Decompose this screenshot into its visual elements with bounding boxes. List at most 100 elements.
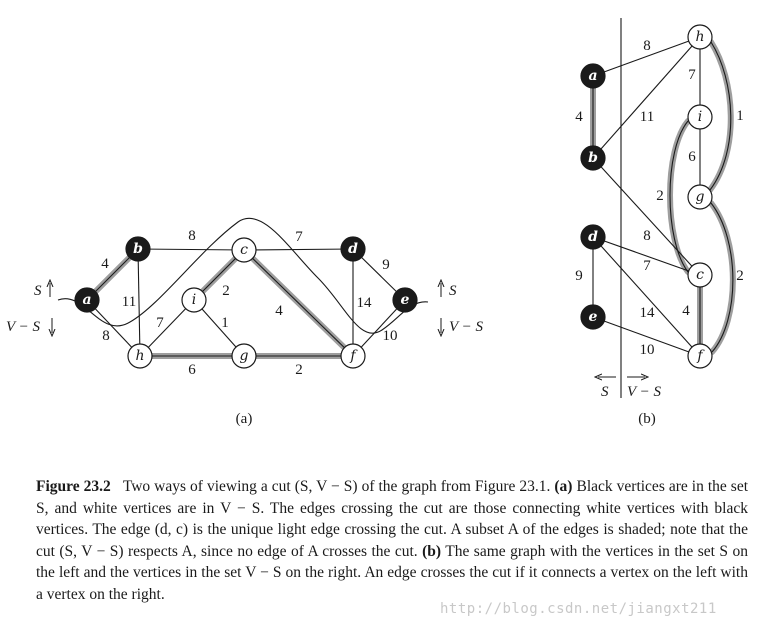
- b-weight-g-f: 2: [736, 268, 744, 284]
- b-vertex-e: e: [580, 304, 606, 330]
- b-weight-h-i: 7: [688, 67, 696, 83]
- b-side-label-vs: V − S: [627, 384, 662, 400]
- b-edge-h-g-shade: [707, 39, 734, 193]
- svg-text:d: d: [588, 229, 598, 245]
- edge-b-h: [137, 248, 141, 357]
- vertex-a: a: [74, 287, 100, 313]
- panel-a: 4 8 8 11 7 2 4 9 14 10 6 2 1 7 a b c d e…: [6, 217, 484, 427]
- svg-text:i: i: [192, 292, 196, 308]
- panel-b-label: (b): [638, 411, 656, 427]
- vertex-f: f: [340, 343, 366, 369]
- vertex-h: h: [127, 343, 153, 369]
- b-edge-d-f: [592, 236, 701, 357]
- vertex-e: e: [392, 287, 418, 313]
- figure-caption: Figure 23.2 Two ways of viewing a cut (S…: [36, 476, 748, 605]
- svg-text:g: g: [696, 189, 705, 205]
- vertex-i: i: [181, 287, 207, 313]
- svg-text:a: a: [82, 292, 91, 308]
- b-edge-b-c: [592, 157, 701, 276]
- weight-c-d: 7: [295, 229, 303, 245]
- edge-h-i: [139, 299, 195, 357]
- side-label-s-right: S: [449, 283, 457, 299]
- b-vertex-c: c: [687, 262, 713, 288]
- panel-a-label: (a): [236, 411, 253, 427]
- svg-text:f: f: [696, 348, 705, 364]
- panel-b: 8 4 11 7 1 6 2 2 8 7 9 14 4 10 h a i b g…: [575, 18, 744, 427]
- b-weight-a-b: 4: [575, 109, 583, 125]
- svg-text:b: b: [133, 241, 143, 257]
- b-weight-a-h: 8: [643, 38, 651, 54]
- edge-c-f: [243, 249, 354, 357]
- weight-b-h: 11: [122, 294, 136, 310]
- vertex-g: g: [231, 343, 257, 369]
- caption-text-2: Black vertices are in the set S, and whi…: [36, 478, 749, 560]
- svg-text:i: i: [698, 109, 702, 125]
- side-label-s-left: S: [34, 283, 42, 299]
- b-edge-g-f: [710, 202, 734, 353]
- weight-f-g: 2: [295, 362, 303, 378]
- b-weight-i-c: 2: [656, 188, 664, 204]
- edge-a-h: [86, 299, 141, 357]
- edge-c-d: [243, 248, 354, 251]
- b-vertex-h: h: [687, 24, 713, 50]
- vertex-c: c: [231, 237, 257, 263]
- b-vertex-i: i: [687, 104, 713, 130]
- b-weight-i-g: 6: [688, 149, 696, 165]
- b-edge-h-g: [709, 41, 732, 191]
- b-vertex-d: d: [580, 224, 606, 250]
- b-weight-d-e: 9: [575, 268, 583, 284]
- caption-text-1: Two ways of viewing a cut (S, V − S) of …: [122, 478, 551, 495]
- b-vertex-b: b: [580, 145, 606, 171]
- weight-d-f: 14: [357, 295, 373, 311]
- weight-e-f: 10: [383, 328, 398, 344]
- weight-h-i: 7: [156, 315, 164, 331]
- weight-g-i: 1: [221, 315, 229, 331]
- svg-text:h: h: [135, 348, 144, 364]
- caption-figure-label: Figure 23.2: [36, 478, 111, 495]
- b-vertex-f: f: [687, 343, 713, 369]
- b-edge-g-f-shade: [708, 200, 736, 355]
- b-weight-b-h: 11: [640, 109, 654, 125]
- vertex-d: d: [340, 236, 366, 262]
- svg-text:f: f: [349, 348, 358, 364]
- svg-text:c: c: [696, 267, 704, 283]
- vertex-b: b: [125, 236, 151, 262]
- svg-text:g: g: [240, 348, 249, 364]
- b-weight-d-f: 14: [640, 305, 656, 321]
- b-edge-a-h: [592, 36, 701, 77]
- b-weight-d-c: 7: [643, 258, 651, 274]
- edge-e-f: [352, 299, 406, 357]
- svg-text:b: b: [588, 150, 598, 166]
- weight-a-h: 8: [102, 328, 110, 344]
- svg-text:c: c: [240, 242, 248, 258]
- cut-curve-a: [57, 217, 429, 334]
- edge-b-c: [137, 248, 245, 251]
- svg-text:e: e: [589, 309, 598, 325]
- svg-text:e: e: [401, 292, 410, 308]
- b-edge-i-c: [669, 120, 689, 273]
- b-weight-e-f: 10: [640, 342, 655, 358]
- b-edge-b-h: [592, 36, 701, 159]
- caption-part-b-label: (b): [422, 542, 442, 560]
- b-weight-b-c: 8: [643, 228, 651, 244]
- weight-c-i: 2: [222, 283, 230, 299]
- watermark: http://blog.csdn.net/jiangxt211: [440, 601, 717, 617]
- svg-text:d: d: [348, 241, 358, 257]
- b-edge-e-f: [592, 316, 701, 357]
- weight-b-c: 8: [188, 228, 196, 244]
- weight-a-b: 4: [101, 256, 109, 272]
- b-weight-c-f: 4: [682, 303, 690, 319]
- b-weight-h-g: 1: [736, 108, 744, 124]
- weight-c-f: 4: [275, 303, 283, 319]
- caption-part-a-label: (a): [554, 478, 573, 495]
- b-edge-i-c-shade: [667, 118, 691, 275]
- figure-diagram: 4 8 8 11 7 2 4 9 14 10 6 2 1 7 a b c d e…: [6, 18, 744, 427]
- b-edge-d-c: [592, 236, 701, 276]
- b-vertex-g: g: [687, 184, 713, 210]
- b-side-label-s: S: [601, 384, 609, 400]
- weight-d-e: 9: [382, 257, 390, 273]
- b-vertex-a: a: [580, 63, 606, 89]
- side-label-vs-right: V − S: [449, 319, 484, 335]
- side-label-vs-left: V − S: [6, 319, 41, 335]
- caption-text-3: The same graph with the vertices in the …: [36, 542, 748, 603]
